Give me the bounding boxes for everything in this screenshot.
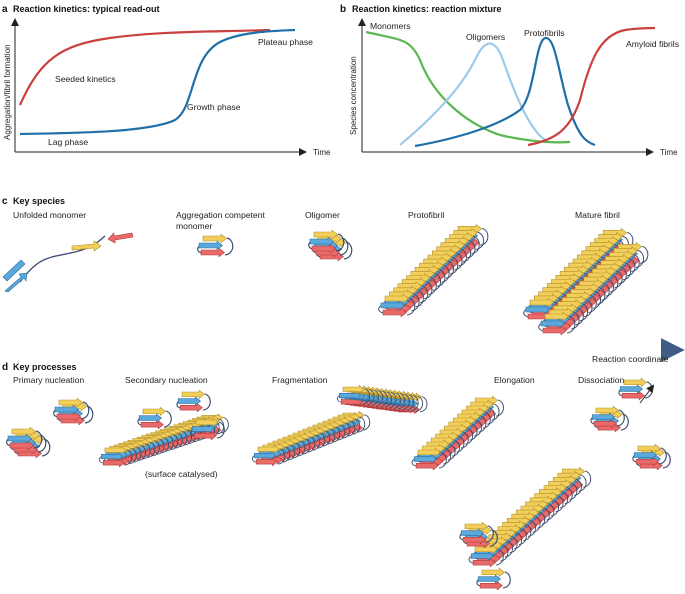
competent-monomer-label: Aggregation competent	[176, 210, 265, 220]
competent-monomer-label-2: monomer	[176, 221, 212, 231]
seeded-kinetics-label: Seeded kinetics	[55, 74, 116, 84]
panel-d-title: Key processes	[13, 362, 77, 372]
unfolded-monomer-icon	[2, 232, 134, 293]
panel-b: b Reaction kinetics: reaction mixture Sp…	[340, 4, 679, 157]
dissociation-diagram	[590, 377, 671, 471]
panel-a-title: Reaction kinetics: typical read-out	[13, 4, 160, 14]
mature-fibril-label: Mature fibril	[575, 210, 620, 220]
dissociation-arrow	[639, 384, 655, 404]
reaction-coordinate-label: Reaction coordinate	[592, 354, 669, 364]
growth-phase-label: Growth phase	[187, 102, 241, 112]
panel-a-ylabel: Aggregation/fibril formation	[3, 44, 12, 140]
panel-d-letter: d	[2, 362, 8, 373]
fragmentation-label: Fragmentation	[272, 375, 328, 385]
plateau-phase-label: Plateau phase	[258, 37, 313, 47]
surface-catalysed-note: (surface catalysed)	[145, 469, 218, 479]
secondary-nucleation-diagram	[98, 389, 229, 468]
protofibril-label: Protofibril	[408, 210, 444, 220]
panel-a: a Reaction kinetics: typical read-out Ag…	[2, 4, 331, 157]
oligomer-icon	[308, 229, 353, 262]
protofibrils-curve	[414, 36, 596, 148]
panel-c-letter: c	[2, 196, 8, 207]
oligomers-label: Oligomers	[466, 32, 505, 42]
mature-fibril-icon	[523, 227, 649, 336]
oligomers-curve	[399, 42, 546, 146]
growth-kinetics-curve	[19, 28, 296, 136]
lag-phase-label: Lag phase	[48, 137, 88, 147]
monomers-curve	[365, 30, 571, 144]
elongation-label: Elongation	[494, 375, 535, 385]
panel-c: c Key species Unfolded monomer Aggregati…	[2, 196, 649, 336]
secondary-nucleation-label: Secondary nucleation	[125, 375, 208, 385]
elongation-diagram	[411, 395, 592, 591]
competent-monomer-icon	[197, 233, 234, 258]
protofibril-icon	[378, 223, 489, 318]
monomers-label: Monomers	[370, 21, 411, 31]
fragmentation-diagram	[251, 384, 428, 467]
primary-nucleation-label: Primary nucleation	[13, 375, 84, 385]
unfolded-monomer-label: Unfolded monomer	[13, 210, 86, 220]
panel-d: d Key processes Primary nucleation Secon…	[2, 362, 671, 591]
amyloid-fibrils-label: Amyloid fibrils	[626, 39, 679, 49]
panel-c-title: Key species	[13, 196, 65, 206]
reaction-coordinate: Reaction coordinate	[40, 338, 685, 364]
panel-b-title: Reaction kinetics: reaction mixture	[352, 4, 502, 14]
panel-a-xlabel: Time	[313, 148, 331, 157]
dissociation-label: Dissociation	[578, 375, 625, 385]
primary-nucleation-diagram	[6, 397, 94, 459]
panel-b-letter: b	[340, 4, 346, 15]
panel-a-letter: a	[2, 4, 8, 15]
protofibrils-label: Protofibrils	[524, 28, 565, 38]
seeded-kinetics-curve	[18, 28, 271, 106]
oligomer-label: Oligomer	[305, 210, 340, 220]
panel-b-ylabel: Species concentration	[349, 56, 358, 135]
amyloid-fibrils-curve	[527, 26, 656, 147]
panel-b-xlabel: Time	[660, 148, 678, 157]
